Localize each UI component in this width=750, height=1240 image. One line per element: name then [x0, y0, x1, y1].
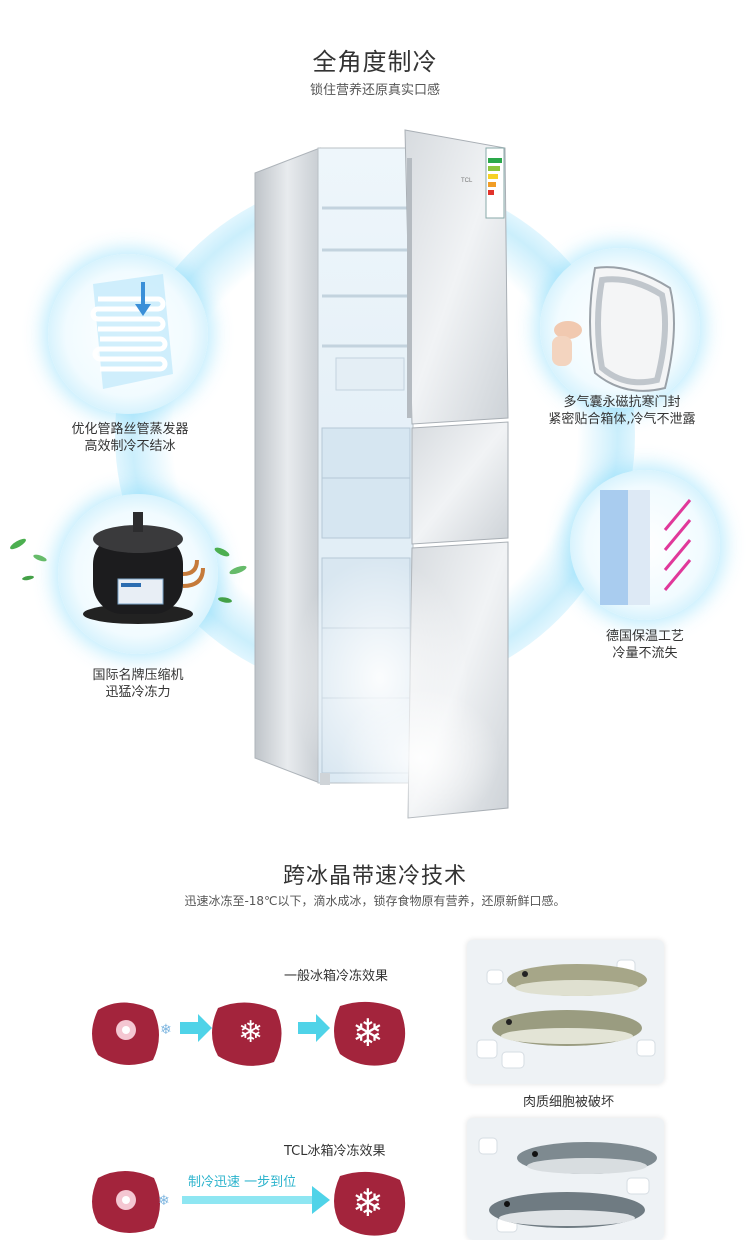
fish-on-ice-icon: [467, 1118, 664, 1240]
feature-caption-compressor: 国际名牌压缩机 迅猛冷冻力: [92, 668, 184, 700]
feature-caption-door-seal: 多气囊永磁抗寒门封 紧密贴合箱体,冷气不泄露: [548, 395, 696, 427]
leaf-decoration-icon: [214, 547, 247, 603]
svg-text:❄: ❄: [158, 1193, 170, 1209]
compressor-icon: [83, 512, 205, 624]
meat-cell-icon: ❄: [212, 1002, 282, 1066]
meat-cell-icon: ❄: [334, 1171, 406, 1236]
insulation-bubble: [570, 470, 720, 620]
door-seal-icon: [552, 266, 675, 392]
tcl-fridge-label: TCL冰箱冷冻效果: [284, 1144, 386, 1159]
svg-text:❄: ❄: [238, 1015, 263, 1050]
evaporator-coil-icon: [90, 274, 173, 389]
tcl-arrow-label: 制冷迅速 一步到位: [188, 1175, 297, 1190]
section-subtitle-quick-freeze: 迅速冰冻至-18℃以下，滴水成冰，锁存食物原有营养，还原新鲜口感。: [184, 894, 566, 908]
compressor-bubble: [58, 494, 218, 654]
section-title-quick-freeze: 跨冰晶带速冷技术: [282, 864, 467, 889]
feature-caption-insulation: 德国保温工艺 冷量不流失: [605, 629, 684, 661]
normal-freeze-diagram: ❄ ❄ ❄: [92, 1001, 406, 1066]
insulation-layer-icon: [600, 490, 692, 605]
fresh-fish-photo: [467, 1118, 664, 1240]
meat-cell-icon: [92, 1171, 160, 1233]
leaf-decoration-icon: [10, 538, 47, 581]
brand-mark: TCL: [461, 178, 473, 184]
fish-on-ice-icon: [467, 940, 664, 1084]
svg-text:❄: ❄: [352, 1011, 384, 1055]
section-subtitle: 锁住营养还原真实口感: [309, 83, 440, 98]
tcl-freeze-diagram: ❄ ❄: [92, 1171, 406, 1236]
door-seal-bubble: [540, 248, 700, 408]
refrigerator-illustration: [254, 129, 509, 823]
meat-cell-icon: ❄: [334, 1001, 406, 1066]
normal-fridge-label: 一般冰箱冷冻效果: [284, 969, 389, 984]
evaporator-bubble: [48, 254, 208, 414]
svg-text:❄: ❄: [160, 1022, 172, 1038]
feature-caption-evaporator: 优化管路丝管蒸发器 高效制冷不结冰: [71, 422, 189, 454]
normal-freeze-caption: 肉质细胞被破坏: [523, 1095, 615, 1110]
section-title: 全角度制冷: [312, 48, 438, 76]
damaged-fish-photo: [467, 940, 664, 1084]
svg-text:❄: ❄: [352, 1181, 384, 1225]
meat-cell-icon: [92, 1002, 159, 1065]
